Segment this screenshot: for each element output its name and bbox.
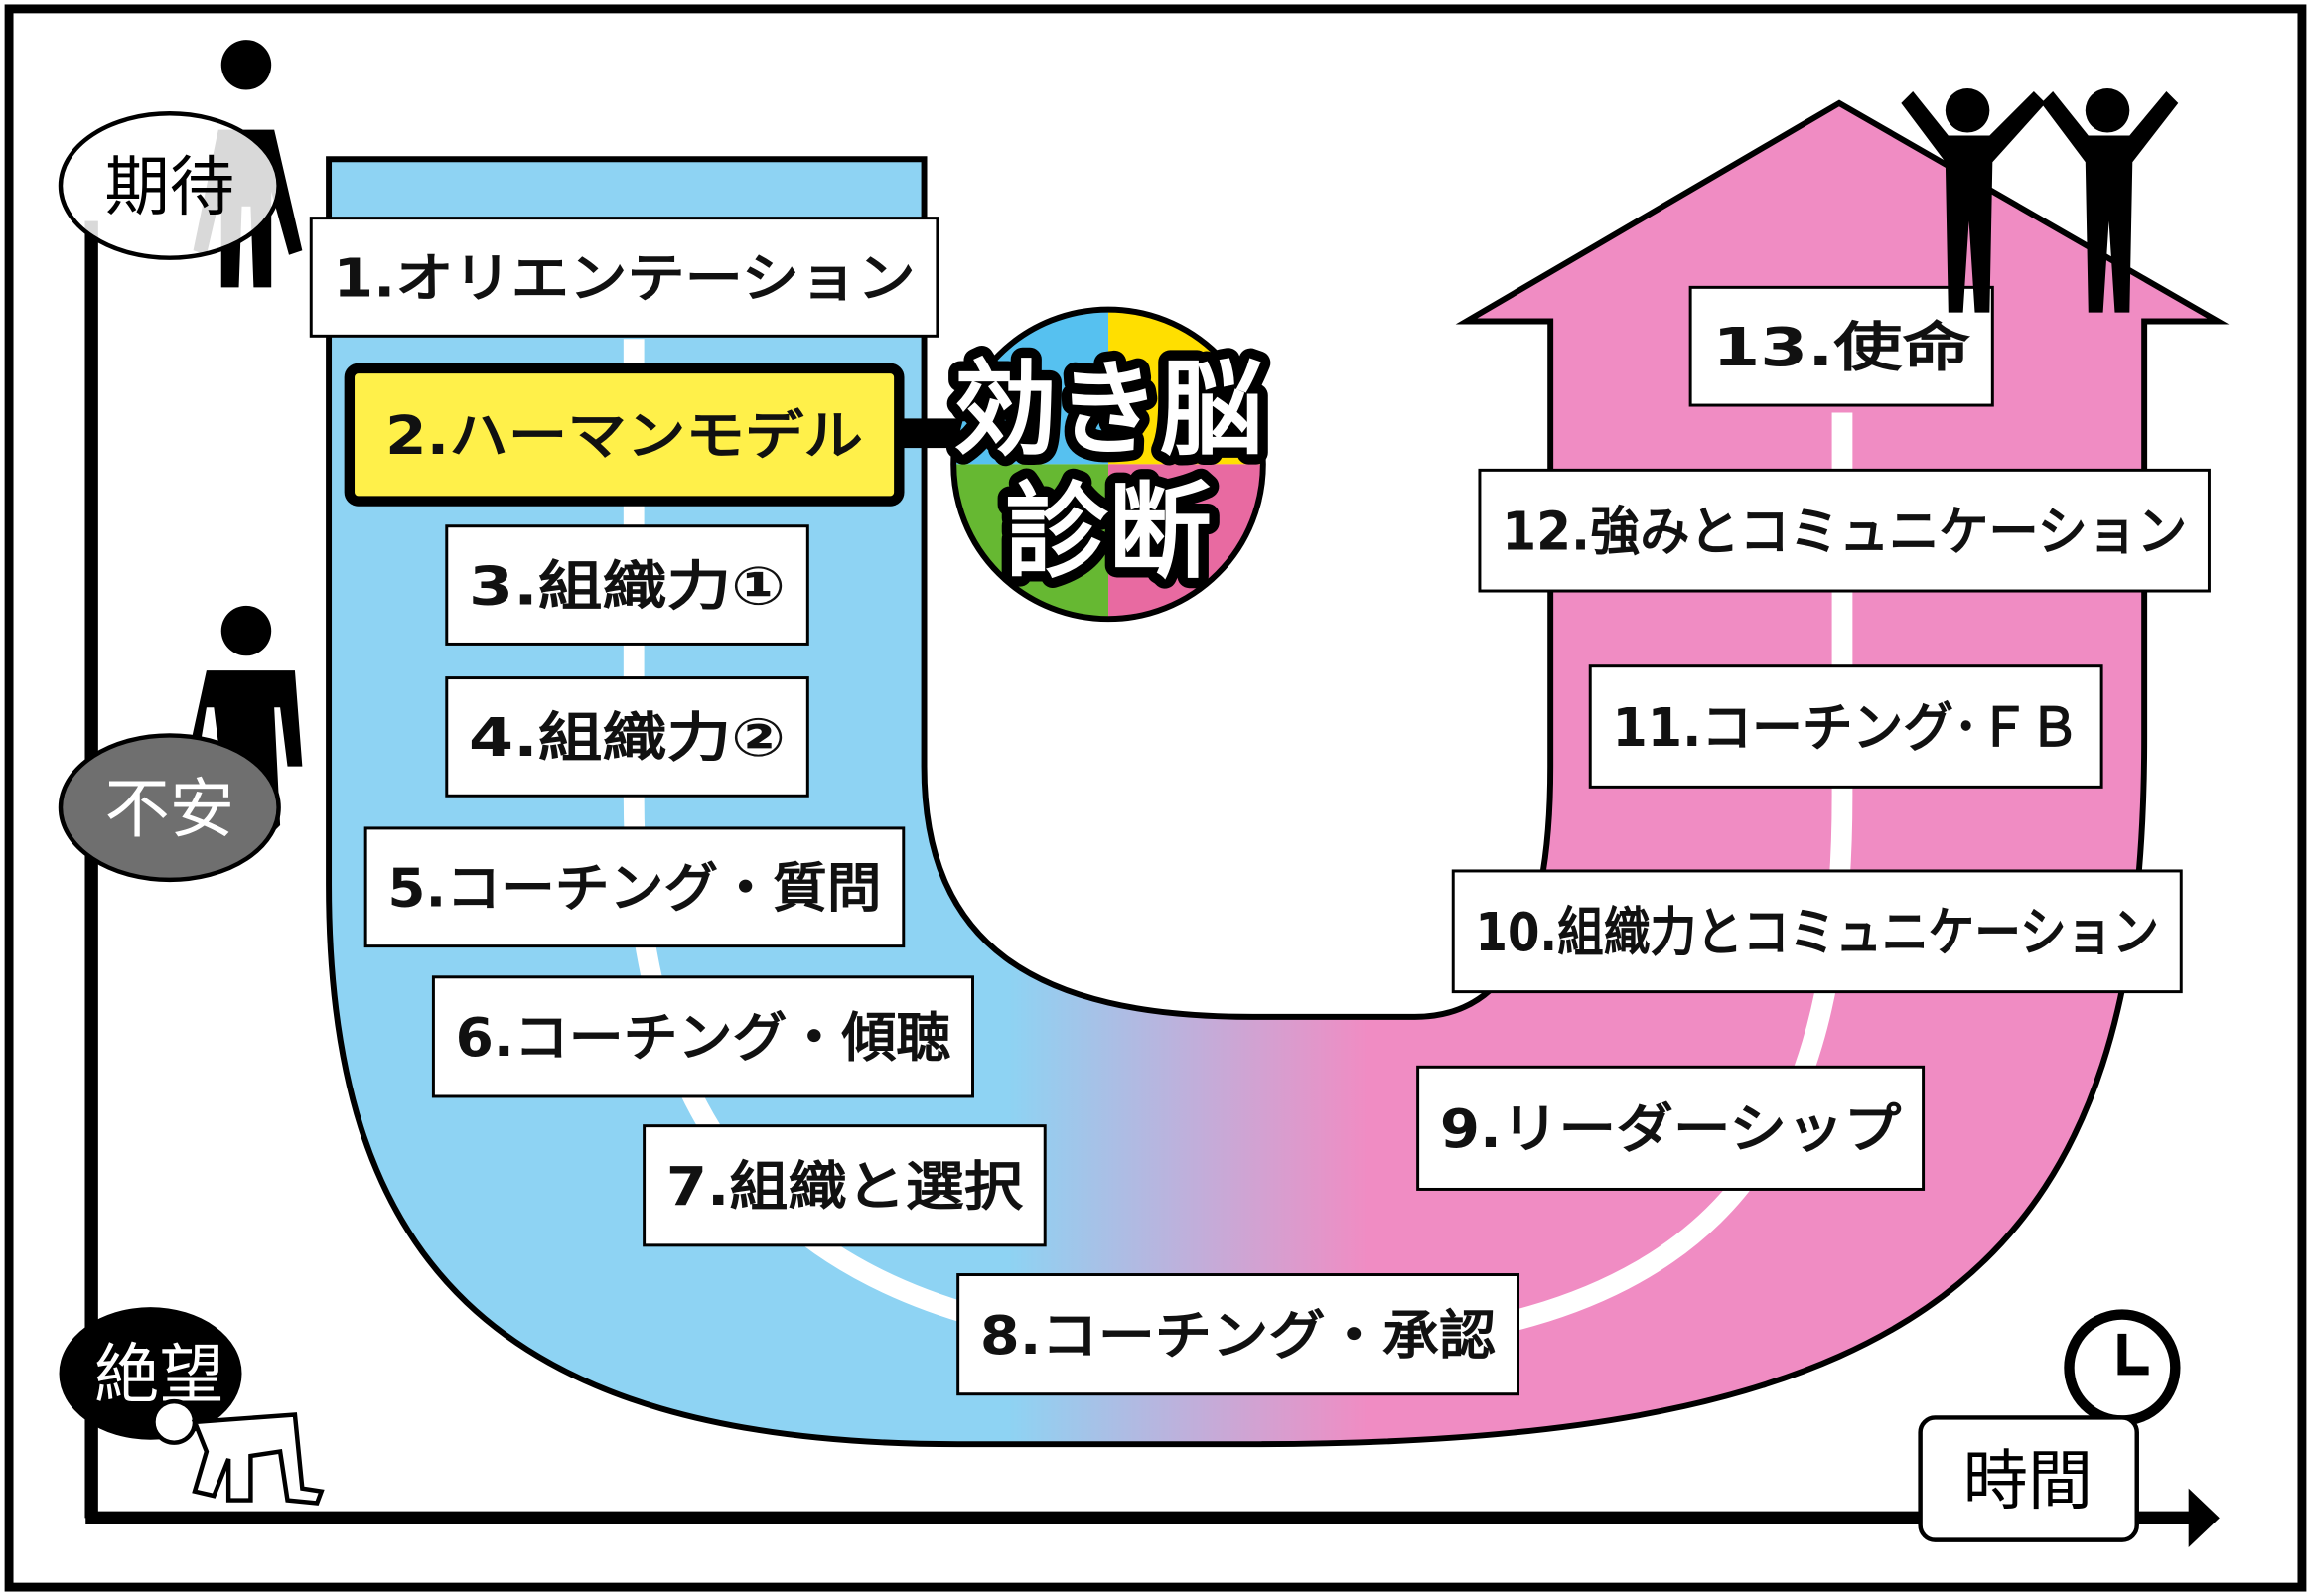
badge-line1: 効き脳: [953, 351, 1263, 470]
label-despair: 絶望: [94, 1338, 224, 1413]
step-box: [1688, 285, 1994, 407]
step-label: 3.組織力①: [469, 554, 786, 617]
step-9: 9.リーダーシップ: [1416, 1065, 1926, 1191]
figure-kneeling-icon: [151, 1398, 325, 1506]
arrow-right-icon: [2188, 1488, 2220, 1548]
step-box: [643, 1124, 1047, 1247]
expectation-bubble: [58, 111, 281, 260]
step-label: 7.組織と選択: [666, 1155, 1024, 1218]
step-13: 13.使命: [1688, 285, 1994, 407]
step-label: 10.組織力とコミュニケーション: [1475, 901, 2159, 963]
step-label: 1.オリエンテーション: [334, 246, 916, 309]
step-12: 12.強みとコミュニケーション: [1478, 468, 2211, 593]
step-label: 9.リーダーシップ: [1440, 1097, 1902, 1160]
step-box: [1416, 1065, 1926, 1191]
step-5: 5.コーチング・質問: [363, 826, 906, 948]
badge-line2: 診断: [1005, 473, 1212, 592]
step-3: 3.組織力①: [445, 524, 809, 646]
step-7: 7.組織と選択: [643, 1124, 1047, 1247]
step-label: 13.使命: [1712, 316, 1970, 378]
step-label: 2.ハーマンモデル: [385, 404, 863, 467]
step-label: 5.コーチング・質問: [387, 857, 881, 920]
step-box: [445, 676, 809, 798]
label-time: 時間: [1963, 1444, 2094, 1520]
brain-diagnosis-badge: 効き脳 診断: [891, 306, 1273, 623]
step-box: [363, 826, 906, 948]
time-label-box: [1918, 1415, 2139, 1542]
anxiety-bubble: [58, 733, 281, 883]
step-label: 4.組織力②: [469, 706, 786, 769]
step-label: 12.強みとコミュニケーション: [1502, 500, 2187, 562]
axes: [84, 220, 2220, 1548]
step-11: 11.コーチング･ＦＢ: [1588, 664, 2103, 789]
step-6: 6.コーチング・傾聴: [431, 975, 974, 1098]
step-box: [445, 524, 809, 646]
step-label: 6.コーチング・傾聴: [456, 1006, 951, 1069]
step-box: [309, 217, 939, 338]
step-box: [956, 1273, 1520, 1396]
figures-cheering-icon: [1901, 88, 2179, 313]
step-box: [1588, 664, 2103, 789]
step-box: [1451, 869, 2183, 994]
step-4: 4.組織力②: [445, 676, 809, 798]
step-10: 10.組織力とコミュニケーション: [1451, 869, 2183, 994]
label-anxiety: 不安: [105, 772, 235, 847]
step-label: 11.コーチング･ＦＢ: [1612, 696, 2079, 759]
step-2: 2.ハーマンモデル: [344, 363, 905, 507]
step-box: [431, 975, 974, 1098]
clock-icon: [2064, 1309, 2181, 1426]
step-box: [344, 363, 905, 507]
label-expectation: 期待: [105, 150, 235, 225]
despair-bubble: [59, 1307, 242, 1440]
step-box: [1478, 468, 2211, 593]
step-1: 1.オリエンテーション: [309, 217, 939, 338]
step-label: 8.コーチング・承認: [980, 1304, 1496, 1367]
step-8: 8.コーチング・承認: [956, 1273, 1520, 1396]
